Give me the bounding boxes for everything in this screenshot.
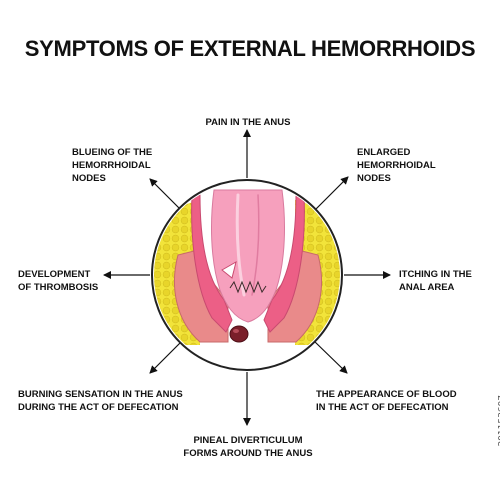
anal-canal — [211, 189, 285, 323]
arrow-bottom-left — [149, 339, 184, 374]
dentate-line — [229, 280, 267, 294]
arrow-top-left — [149, 178, 184, 213]
symptom-blueing: BLUEING OF THE HEMORRHOIDAL NODES — [72, 147, 153, 184]
symptom-pain: PAIN IN THE ANUS — [205, 117, 291, 128]
arrow-top-right — [312, 176, 349, 213]
symptom-itching: ITCHING IN THE ANAL AREA — [399, 269, 472, 293]
page-title: SYMPTOMS OF EXTERNAL HEMORRHOIDS — [24, 36, 476, 61]
arrow-bottom-right — [312, 339, 348, 374]
symptom-blood: THE APPEARANCE OF BLOOD IN THE ACT OF DE… — [316, 389, 457, 413]
hemorrhoid-node — [229, 325, 249, 343]
arrows — [103, 129, 391, 426]
anatomy-circle — [151, 179, 343, 371]
symptom-pineal: PINEAL DIVERTICULUM FORMS AROUND THE ANU… — [183, 435, 313, 459]
symptom-thrombosis: DEVELOPMENT OF THROMBOSIS — [18, 269, 99, 293]
symptom-burning: BURNING SENSATION IN THE ANUS DURING THE… — [18, 389, 183, 413]
symptom-enlarged: ENLARGED HEMORRHOIDAL NODES — [357, 147, 436, 184]
inner-wall-right — [263, 194, 305, 333]
inner-wall-left — [191, 194, 233, 333]
